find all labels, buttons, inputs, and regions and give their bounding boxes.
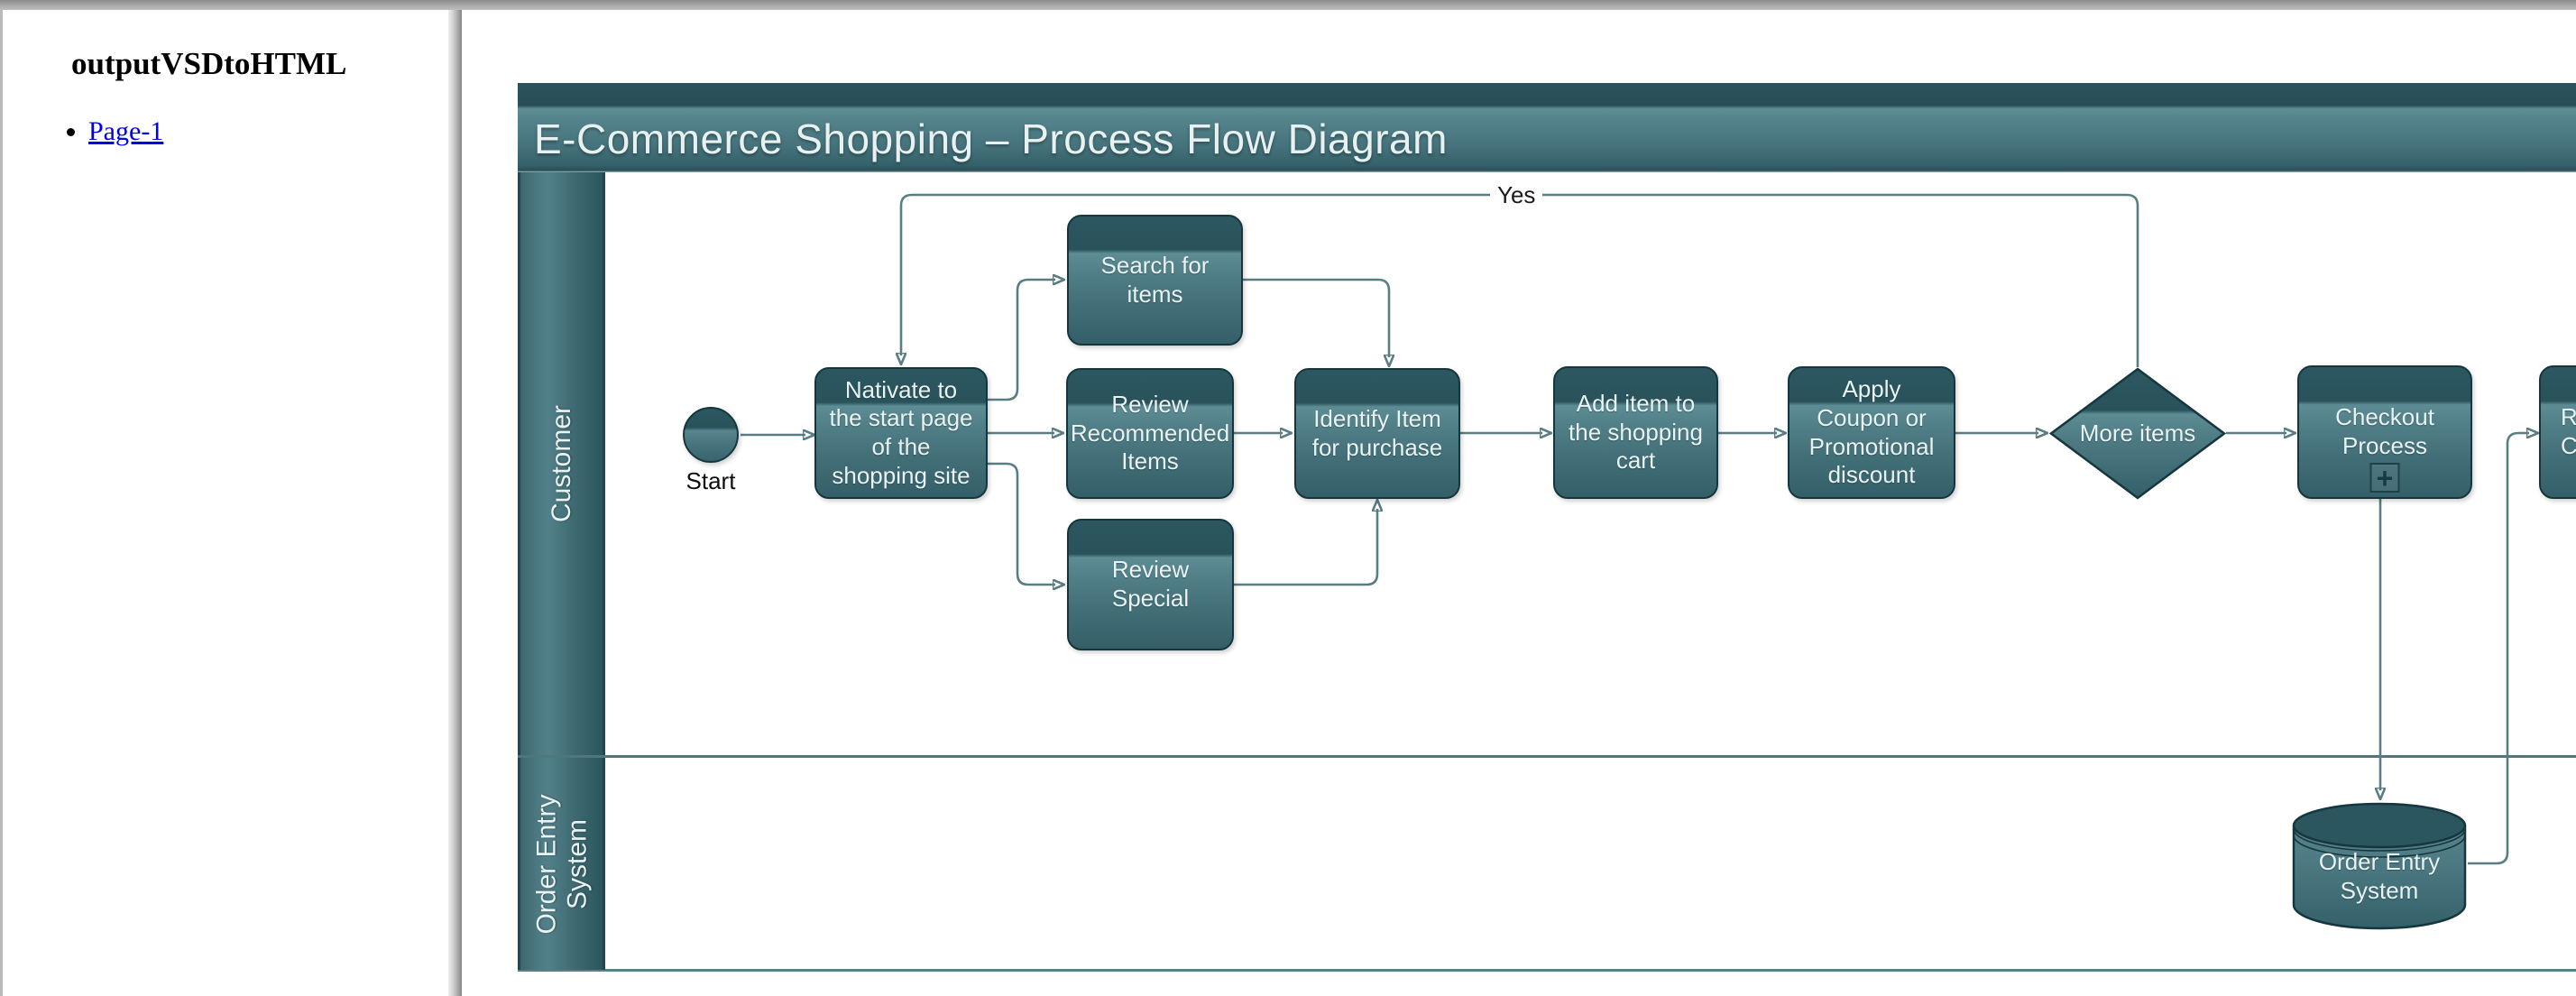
node-label: Checkout Process — [2335, 403, 2434, 459]
process-node-search: Search for items — [1067, 215, 1243, 346]
toc-frame: outputVSDtoHTML Page-1 — [3, 10, 448, 996]
list-item: Page-1 — [88, 116, 163, 147]
page-1-link[interactable]: Page-1 — [88, 116, 164, 146]
node-label: More items — [2079, 419, 2196, 447]
swimlane-header-customer: Customer — [518, 172, 605, 755]
lane-divider — [518, 755, 2576, 758]
swimlane-header-order-entry-system: Order Entry System — [518, 758, 605, 970]
node-label: Search for items — [1100, 251, 1210, 308]
edge-navigate-to-search — [988, 280, 1055, 401]
node-label: Add item to the shopping cart — [1569, 389, 1703, 475]
edge-label-yes: Yes — [1490, 180, 1543, 210]
process-node-identify-item: Identify Item for purchase — [1294, 368, 1460, 499]
edge-search-to-identify — [1243, 278, 1389, 357]
node-label: Identify Item for purchase — [1311, 404, 1443, 461]
frame-left-edge — [0, 10, 3, 996]
node-label: Review Recommended Items — [1070, 390, 1230, 475]
edge-navigate-to-review-special — [988, 462, 1055, 585]
page-title: outputVSDtoHTML — [71, 46, 347, 81]
database-node-order-entry-system: Order Entry System — [2291, 801, 2468, 932]
frameset-top-border — [0, 0, 2576, 10]
process-node-clipped-right: Re C — [2539, 365, 2576, 499]
node-label: Apply Coupon or Promotional discount — [1808, 375, 1935, 489]
diagram-bottom-border — [518, 969, 2576, 972]
diamond-shape — [2048, 367, 2227, 500]
edge-review-special-to-identify — [1234, 509, 1377, 586]
edge-order-entry-db-to-clipped-node — [2468, 433, 2529, 865]
swimlane-label: Order Entry System — [530, 793, 592, 935]
process-node-review-special: Review Special — [1067, 519, 1234, 650]
node-label: Nativate to the start page of the shoppi… — [829, 375, 973, 489]
node-label: Review Special — [1111, 556, 1190, 612]
process-node-apply-coupon: Apply Coupon or Promotional discount — [1788, 366, 1955, 499]
node-label: Order Entry System — [2318, 847, 2441, 904]
diagram-title: E-Commerce Shopping – Process Flow Diagr… — [534, 115, 1448, 162]
diagram-title-bar: E-Commerce Shopping – Process Flow Diagr… — [518, 83, 2576, 172]
process-node-review-recommended: Review Recommended Items — [1066, 368, 1234, 499]
subprocess-plus-icon: + — [2369, 463, 2400, 493]
start-node-label: Start — [685, 467, 736, 494]
page-list: Page-1 — [54, 116, 163, 147]
node-label-line2: C — [2561, 432, 2576, 459]
decision-node-more-items: More items — [2048, 367, 2227, 500]
process-node-add-to-cart: Add item to the shopping cart — [1553, 366, 1718, 499]
frame-divider[interactable] — [448, 10, 462, 996]
node-label-line1: Re — [2561, 403, 2576, 431]
cylinder-shape — [2292, 802, 2467, 930]
swimlane-label: Customer — [546, 404, 576, 523]
subprocess-node-checkout: Checkout Process + — [2297, 365, 2472, 499]
start-node — [683, 407, 739, 463]
process-node-navigate: Nativate to the start page of the shoppi… — [814, 367, 988, 499]
